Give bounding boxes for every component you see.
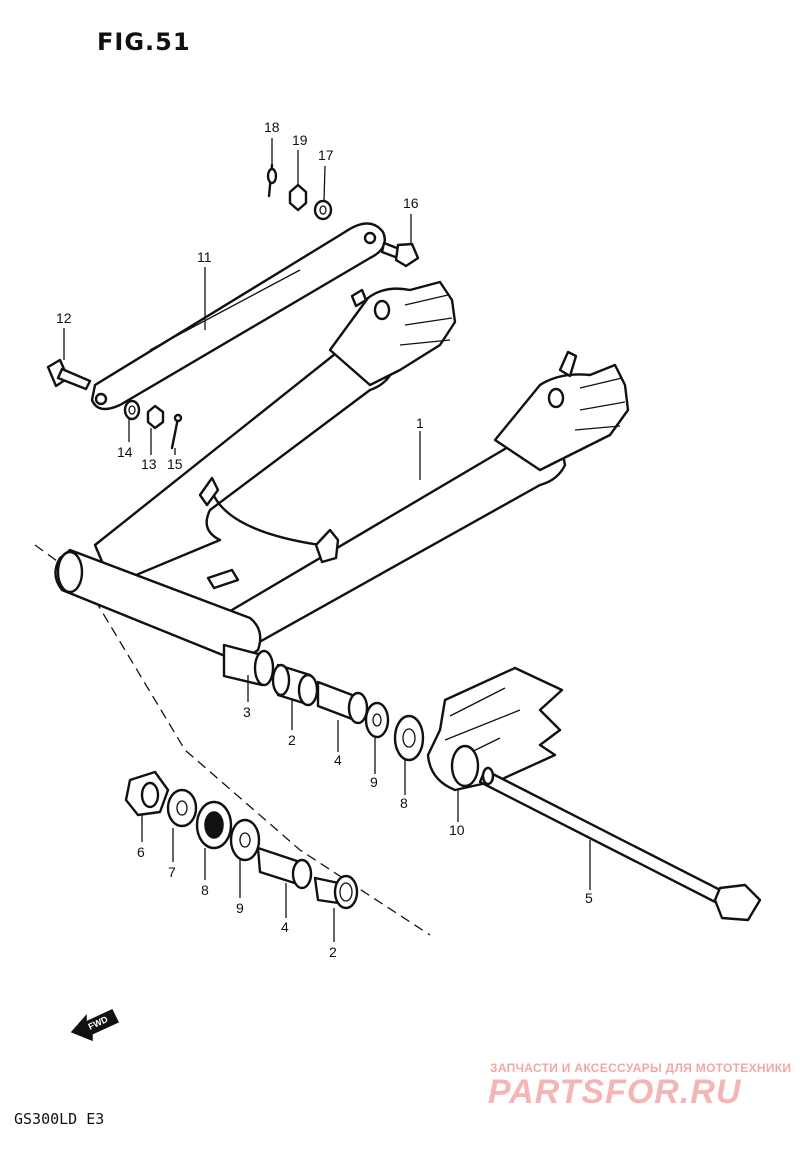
part-4-spacer-lower [256, 846, 313, 890]
callout-2-lower: 2 [329, 944, 337, 960]
part-10-chain-buffer [426, 666, 564, 792]
callout-19: 19 [292, 132, 308, 148]
callout-15: 15 [167, 456, 183, 472]
callout-4-lower: 4 [281, 919, 289, 935]
part-5-pivot-shaft [478, 766, 762, 922]
part-15-cotter-pin [170, 413, 183, 450]
watermark-tagline: ЗАПЧАСТИ И АКСЕССУАРЫ ДЛЯ МОТОТЕХНИКИ [490, 1061, 792, 1075]
part-18-cotter-pin [266, 163, 278, 198]
part-3-spacer [222, 643, 275, 687]
watermark-logo: PARTSFOR.RU [488, 1073, 742, 1111]
callout-1: 1 [416, 415, 424, 431]
callout-18: 18 [264, 119, 280, 135]
part-13-nut [146, 404, 165, 430]
callout-9-lower: 9 [236, 900, 244, 916]
part-1-swingarm [54, 280, 630, 664]
part-8-dust-seal-lower [195, 800, 233, 850]
part-4-spacer-upper [316, 680, 369, 725]
callout-16: 16 [403, 195, 419, 211]
callout-3: 3 [243, 704, 251, 720]
callout-2-upper: 2 [288, 732, 296, 748]
part-14-washer [123, 399, 141, 421]
part-16-bolt [380, 241, 420, 268]
part-8-dust-seal-upper [393, 714, 425, 762]
part-6-nut [124, 770, 170, 817]
callout-17: 17 [318, 147, 334, 163]
callout-6: 6 [137, 844, 145, 860]
callout-8-upper: 8 [400, 795, 408, 811]
callout-10: 10 [449, 822, 465, 838]
callout-14: 14 [117, 444, 133, 460]
part-19-nut [288, 183, 308, 212]
callout-4-upper: 4 [334, 752, 342, 768]
part-9-washer-upper [364, 701, 390, 739]
callout-8-lower: 8 [201, 882, 209, 898]
part-2-needle-bearing-lower [313, 874, 359, 910]
callout-12: 12 [56, 310, 72, 326]
part-12-bolt [46, 358, 92, 391]
forward-arrow: FWD [70, 1009, 120, 1042]
model-code: GS300LD E3 [14, 1110, 105, 1128]
callout-5: 5 [585, 890, 593, 906]
callout-11: 11 [197, 249, 212, 265]
callout-leaders [63, 138, 591, 942]
callout-7: 7 [168, 864, 176, 880]
part-9-washer-lower [229, 818, 261, 862]
part-17-washer [313, 199, 333, 221]
callout-9-upper: 9 [370, 774, 378, 790]
part-7-washer [166, 788, 198, 828]
callout-13: 13 [141, 456, 157, 472]
part-2-needle-bearing-upper [271, 663, 319, 707]
figure-title: FIG.51 [97, 28, 191, 56]
